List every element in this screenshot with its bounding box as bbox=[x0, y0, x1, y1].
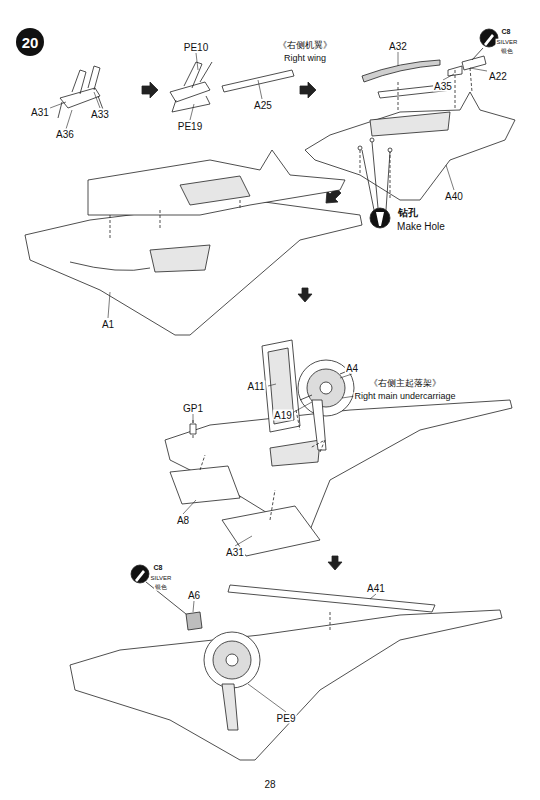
part-label: 银色 bbox=[500, 48, 514, 55]
part-label: A41 bbox=[366, 583, 386, 594]
part-label: A35 bbox=[433, 81, 453, 92]
part-label: 《右侧机翼》 bbox=[277, 41, 333, 51]
part-label: 《右侧主起落架》 bbox=[368, 379, 442, 389]
part-label: A8 bbox=[176, 515, 190, 526]
part-label: A22 bbox=[488, 71, 508, 82]
part-label: A19 bbox=[273, 410, 293, 421]
part-label: 钻孔 bbox=[397, 207, 419, 218]
part-label: A32 bbox=[388, 41, 408, 52]
part-label: PE9 bbox=[276, 713, 297, 724]
part-label: A1 bbox=[101, 319, 115, 330]
part-label: A33 bbox=[90, 109, 110, 120]
part-label: A25 bbox=[253, 100, 273, 111]
part-label: A31 bbox=[225, 547, 245, 558]
part-label: 银色 bbox=[154, 584, 168, 591]
step-number: 20 bbox=[16, 28, 44, 56]
page-number: 28 bbox=[263, 779, 276, 790]
part-label: A40 bbox=[444, 191, 464, 202]
part-label: A36 bbox=[55, 129, 75, 140]
part-label: SILVER bbox=[496, 39, 519, 46]
part-label: PE10 bbox=[183, 42, 209, 53]
part-label: A31 bbox=[30, 107, 50, 118]
part-label: Right wing bbox=[283, 54, 327, 64]
part-label: PE19 bbox=[177, 121, 203, 132]
part-label: GP1 bbox=[182, 403, 204, 414]
part-label: A11 bbox=[246, 381, 265, 392]
part-label: C8 bbox=[501, 28, 512, 36]
part-label: Right main undercarriage bbox=[353, 392, 456, 402]
part-label: A6 bbox=[187, 590, 201, 601]
step-number-text: 20 bbox=[22, 34, 39, 51]
part-label: A4 bbox=[345, 363, 359, 374]
part-label: SILVER bbox=[150, 575, 173, 582]
part-label: C8 bbox=[153, 564, 164, 572]
part-label: Make Hole bbox=[396, 221, 446, 232]
